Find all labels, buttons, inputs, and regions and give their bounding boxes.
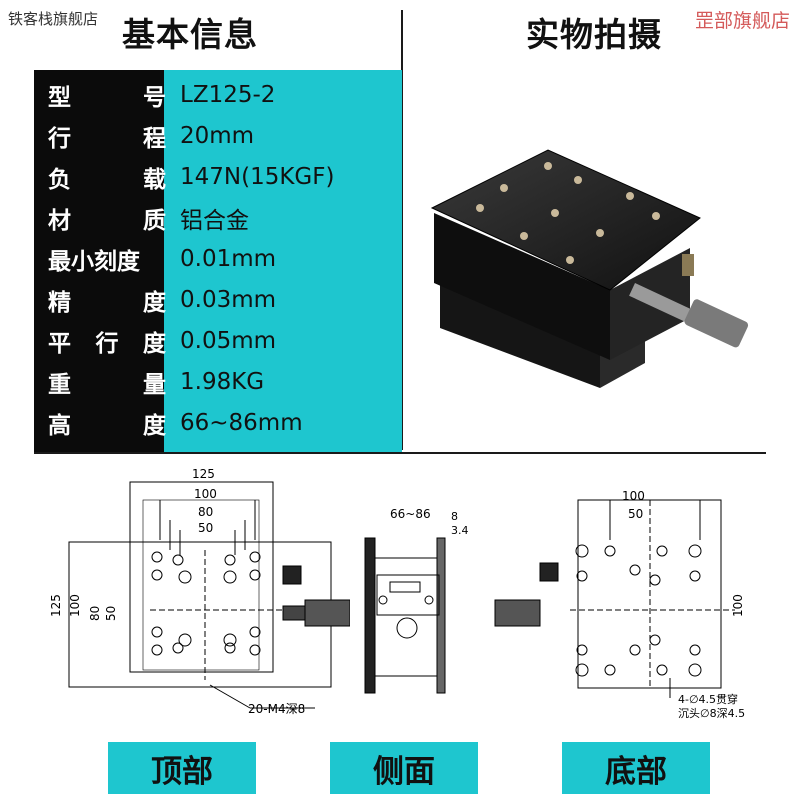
- spec-label: 行程: [48, 126, 166, 152]
- spec-value: 66~86mm: [180, 410, 303, 436]
- spec-row-stroke: 行程 20mm: [34, 116, 402, 157]
- spec-row-weight: 重量 1.98KG: [34, 362, 402, 403]
- spec-value: 0.01mm: [180, 246, 277, 272]
- spec-label: 平行度: [48, 331, 166, 357]
- bottom-view-drawing: 100 50 100 4-∅4.5贯穿 沉头∅8深4.5: [494, 489, 745, 720]
- side-dim-100: 100: [68, 594, 82, 617]
- spec-label: 精度: [48, 290, 166, 316]
- spec-value: 0.03mm: [180, 287, 277, 313]
- spec-label: 最小刻度: [48, 249, 140, 275]
- basic-info-title: 基本信息: [122, 15, 258, 54]
- side-dim-80: 80: [88, 606, 102, 621]
- spec-row-material: 材质 铝合金: [34, 198, 402, 239]
- side-dim-50: 50: [104, 606, 118, 621]
- spec-value: LZ125-2: [180, 82, 276, 108]
- spec-label: 重量: [48, 372, 166, 398]
- spec-label: 型号: [48, 85, 166, 111]
- dim-100: 100: [194, 487, 217, 501]
- bottom-side-dim-100: 100: [731, 594, 745, 617]
- vertical-divider: [401, 10, 403, 450]
- bottom-note-2: 沉头∅8深4.5: [678, 707, 745, 720]
- spec-table: 型号 LZ125-2 行程 20mm 负载 147N(15KGF) 材质 铝合金…: [34, 70, 402, 452]
- spec-value: 147N(15KGF): [180, 164, 335, 190]
- spec-row-parallelism: 平行度 0.05mm: [34, 321, 402, 362]
- bottom-view-button[interactable]: 底部: [562, 742, 710, 794]
- top-view-drawing: 125 100 80 50 125 100 80 50 20-M4深8: [50, 467, 350, 716]
- spec-row-load: 负载 147N(15KGF): [34, 157, 402, 198]
- spec-value: 铝合金: [180, 208, 249, 234]
- top-view-note: 20-M4深8: [248, 702, 305, 716]
- spec-label-column: [34, 70, 164, 452]
- side-dim-125: 125: [50, 594, 63, 617]
- side-dim-3-4: 3.4: [451, 524, 469, 537]
- spec-value: 1.98KG: [180, 369, 265, 395]
- watermark-right: 罡部旗舰店: [694, 10, 790, 32]
- spec-value: 0.05mm: [180, 328, 277, 354]
- bottom-dim-100: 100: [622, 489, 645, 503]
- spec-label: 高度: [48, 413, 166, 439]
- spec-row-min-scale: 最小刻度 0.01mm: [34, 239, 402, 280]
- side-view-drawing: 66~86 8 3.4: [364, 507, 469, 694]
- spec-label: 材质: [48, 208, 166, 234]
- dim-50: 50: [198, 521, 213, 535]
- dim-125: 125: [192, 467, 215, 481]
- horizontal-divider: [34, 452, 766, 454]
- side-view-button[interactable]: 侧面: [330, 742, 478, 794]
- spec-label: 负载: [48, 167, 166, 193]
- spec-row-model: 型号 LZ125-2: [34, 75, 402, 116]
- dim-80: 80: [198, 505, 213, 519]
- spec-row-height: 高度 66~86mm: [34, 403, 402, 444]
- top-view-button[interactable]: 顶部: [108, 742, 256, 794]
- bottom-dim-50: 50: [628, 507, 643, 521]
- bottom-note-1: 4-∅4.5贯穿: [678, 692, 738, 706]
- spec-value: 20mm: [180, 123, 255, 149]
- photo-title: 实物拍摄: [526, 15, 662, 54]
- spec-row-accuracy: 精度 0.03mm: [34, 280, 402, 321]
- side-dim-8: 8: [451, 510, 458, 523]
- watermark-left: 铁客栈旗舰店: [8, 10, 99, 28]
- side-dim-66-86: 66~86: [390, 507, 431, 521]
- product-photo: [430, 149, 749, 388]
